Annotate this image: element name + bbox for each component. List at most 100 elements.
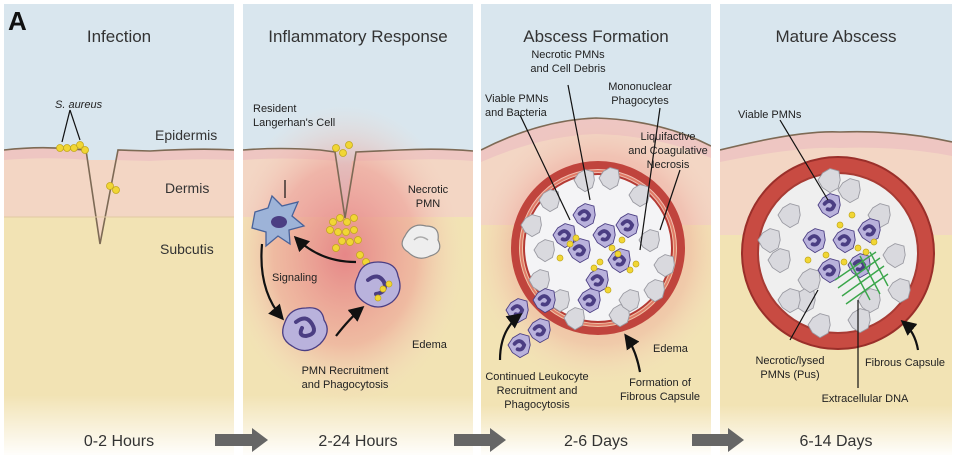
signaling-arrows (260, 235, 365, 337)
necrotic-cell-icon (837, 178, 861, 204)
nucleus-icon (822, 264, 837, 277)
langerhans-label-line2: Langerhan's Cell (253, 117, 335, 129)
nucleus-icon (532, 324, 547, 337)
subcutis-label: Subcutis (160, 241, 214, 257)
bacterium-icon (840, 258, 848, 266)
bacterium-icon (862, 248, 870, 256)
nucleus-icon (582, 294, 597, 307)
progression-arrow-icon (215, 428, 268, 452)
recruitment-label-line2: and Phagocytosis (302, 379, 389, 391)
necrotic-label-line2: and Cell Debris (530, 63, 606, 75)
nucleus-icon (862, 224, 877, 237)
mononuclear-label-line1: Mononuclear (608, 81, 672, 93)
necrotic-cell-icon (767, 248, 791, 274)
pmn-cell-icon (802, 228, 826, 254)
time-label: 6-14 Days (800, 433, 873, 450)
nucleus-icon (620, 219, 635, 232)
nucleus-icon (807, 234, 822, 247)
formation-label-line2: Fibrous Capsule (620, 391, 700, 403)
necrosis-label-line2: and Coagulative (628, 145, 708, 157)
bacterium-icon (626, 266, 634, 274)
bacterium-icon (604, 286, 612, 294)
mononuclear-label-line2: Phagocytes (611, 95, 669, 107)
necrotic-cell-icon (573, 169, 595, 193)
epidermis-label: Epidermis (155, 127, 217, 143)
leukocyte-label-line2: Recruitment and (497, 385, 578, 397)
necrosis-label-line1: Liquifactive (640, 131, 695, 143)
time-label: 2-24 Hours (318, 433, 397, 450)
necrotic-cell-icon (653, 254, 675, 278)
capsule-arrow (900, 320, 920, 351)
bacterium-icon (556, 254, 564, 262)
necrotic-cell-icon (817, 168, 841, 194)
wound-fill (88, 160, 114, 240)
time-label: 0-2 Hours (84, 433, 154, 450)
langerhans-cell-icon (251, 194, 306, 248)
abscess-cells (757, 168, 911, 339)
pmn-cell-icon (577, 288, 601, 314)
pmn-cell-icon (567, 238, 591, 264)
bacteria-cluster (56, 141, 120, 194)
bacterium-icon (614, 250, 622, 258)
necrotic-cell-icon (533, 239, 555, 263)
necrotic-pmn-icon (401, 224, 441, 259)
necrotic-cell-icon (520, 214, 542, 238)
pmn-cell-icon (817, 193, 841, 219)
figure-label: A (8, 6, 27, 36)
time-label: 2-6 Days (564, 433, 628, 450)
nucleus-icon (590, 274, 605, 287)
nucleus-icon (512, 339, 527, 352)
edema-label: Edema (653, 343, 689, 355)
bacterium-icon (854, 244, 862, 252)
formation-label-line1: Formation of (629, 377, 692, 389)
pmn-cell-icon (527, 318, 551, 344)
nucleus-icon (837, 234, 852, 247)
necrotic-cell-icon (777, 288, 801, 314)
extracellular-dna-icon (834, 251, 889, 305)
pmn-cell-icon (607, 248, 631, 274)
necrotic-cell-icon (797, 268, 821, 294)
bacterium-icon (804, 256, 812, 264)
necrotic-cell-icon (847, 308, 871, 334)
necrotic-cell-icon (777, 203, 801, 229)
bacterium-icon (822, 251, 830, 259)
pmn-cell-icon (592, 223, 616, 249)
pus-label-line2: PMNs (Pus) (760, 369, 819, 381)
label-lines (779, 119, 859, 388)
nucleus-icon (822, 199, 837, 212)
skin-surface-line (4, 146, 234, 245)
bacteria-cluster (326, 141, 370, 266)
pmn-cell-icon (615, 213, 639, 239)
label-lines (519, 84, 681, 251)
bacterium-icon (836, 221, 844, 229)
necrotic-cell-icon (882, 243, 906, 269)
nucleus-icon (557, 229, 572, 242)
dermis-label: Dermis (165, 180, 209, 196)
progression-arrow-icon (692, 428, 744, 452)
necrotic-pmn-label-line2: PMN (416, 198, 441, 210)
bacterium-icon (848, 211, 856, 219)
nucleus-icon (537, 294, 552, 307)
panel-abscess-formation: Necrotic PMNs and Cell Debris Viable PMN… (481, 4, 711, 455)
bacterium-icon (632, 260, 640, 268)
bacterium-icon (572, 234, 580, 242)
panel-infection: S. aureus Epidermis Dermis Subcutis Infe… (4, 4, 234, 455)
necrotic-label-line1: Necrotic PMNs (531, 49, 605, 61)
bacterium-icon (596, 258, 604, 266)
abscess-capsule (511, 161, 685, 335)
nucleus-icon (577, 209, 592, 222)
langerhans-label-line1: Resident (253, 103, 296, 115)
necrosis-label-line3: Necrosis (647, 159, 690, 171)
viable-label-line1: Viable PMNs (485, 93, 549, 105)
necrotic-cell-icon (563, 307, 585, 331)
viable-label-line2: and Bacteria (485, 107, 548, 119)
necrotic-cell-icon (807, 313, 831, 339)
progression-arrows (215, 428, 744, 452)
abscess-cells (505, 167, 675, 359)
panel-title: Inflammatory Response (268, 27, 448, 46)
necrotic-cell-icon (757, 228, 781, 254)
panel-title: Mature Abscess (776, 27, 897, 46)
pmn-cell-icon (585, 268, 609, 294)
necrotic-cell-icon (643, 279, 665, 303)
